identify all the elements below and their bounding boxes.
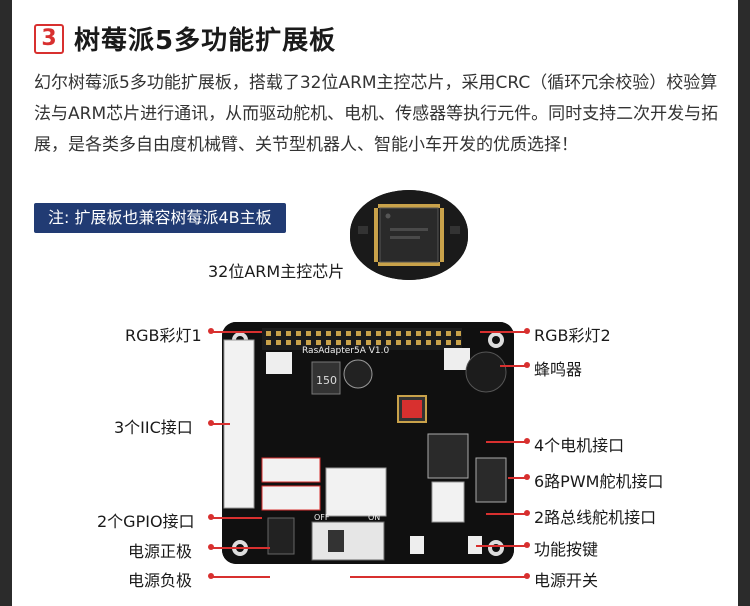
label-buzzer: 蜂鸣器 xyxy=(534,360,583,379)
expansion-board-image: RasAdapter5A V1.0 150 OFF ON xyxy=(222,322,514,564)
svg-text:OFF: OFF xyxy=(314,513,330,522)
label-gpio: 2个GPIO接口 xyxy=(97,512,195,531)
header-pin xyxy=(286,331,291,336)
board-illustration: RasAdapter5A V1.0 150 OFF ON xyxy=(222,322,514,564)
section-number-badge: 3 xyxy=(34,23,64,54)
header-pin xyxy=(316,340,321,345)
header-pin xyxy=(426,331,431,336)
header-pin xyxy=(386,340,391,345)
header-pin xyxy=(356,340,361,345)
label-power-negative: 电源负极 xyxy=(128,571,193,590)
header-pin xyxy=(426,340,431,345)
header-pin xyxy=(276,340,281,345)
label-motor: 4个电机接口 xyxy=(534,436,625,455)
header-pin xyxy=(356,331,361,336)
header-pin xyxy=(306,331,311,336)
callout-dot-pwm xyxy=(524,474,530,480)
compatibility-note: 注: 扩展板也兼容树莓派4B主板 xyxy=(34,203,286,233)
header-pin xyxy=(336,340,341,345)
callout-dot-function-key xyxy=(524,542,530,548)
header-pin xyxy=(406,331,411,336)
header-pin xyxy=(326,340,331,345)
label-bus-servo: 2路总线舵机接口 xyxy=(534,508,657,527)
section-title: 树莓派5多功能扩展板 xyxy=(74,26,337,56)
svg-text:150: 150 xyxy=(316,374,337,387)
svg-text:ON: ON xyxy=(368,513,380,522)
header-pin xyxy=(456,340,461,345)
header-pin xyxy=(456,331,461,336)
header-pin xyxy=(436,340,441,345)
header-pin xyxy=(286,340,291,345)
callout-line-power-switch xyxy=(350,576,528,578)
callout-line-rgb2 xyxy=(480,331,528,333)
callout-dot-bus-servo xyxy=(524,510,530,516)
label-function-key: 功能按键 xyxy=(534,540,599,559)
callout-dot-gpio xyxy=(208,514,214,520)
arm-chip-zoom-image xyxy=(350,190,468,280)
callout-line-rgb1 xyxy=(210,331,262,333)
header-pin xyxy=(326,331,331,336)
product-description: 幻尔树莓派5多功能扩展板，搭载了32位ARM主控芯片，采用CRC（循环冗余校验）… xyxy=(34,73,719,155)
header-pin xyxy=(386,331,391,336)
header-pin xyxy=(266,331,271,336)
header-pin xyxy=(346,331,351,336)
label-arm-chip: 32位ARM主控芯片 xyxy=(208,262,345,281)
header-pin xyxy=(446,340,451,345)
label-pwm: 6路PWM舵机接口 xyxy=(534,472,664,491)
callout-line-buzzer xyxy=(500,365,528,367)
header-pin xyxy=(406,340,411,345)
header-pin xyxy=(366,340,371,345)
callout-line-function-key xyxy=(476,545,528,547)
header-pin xyxy=(336,331,341,336)
header-pin xyxy=(346,340,351,345)
header-pin xyxy=(296,340,301,345)
header-pin xyxy=(396,331,401,336)
label-power-positive: 电源正极 xyxy=(128,542,193,561)
callout-line-iic xyxy=(210,423,230,425)
header-pin xyxy=(376,340,381,345)
header-pin xyxy=(306,340,311,345)
callout-line-bus-servo xyxy=(486,513,528,515)
callout-dot-iic xyxy=(208,420,214,426)
callout-dot-power-switch xyxy=(524,573,530,579)
callout-dot-power-positive xyxy=(208,544,214,550)
callout-dot-rgb1 xyxy=(208,328,214,334)
header-pin xyxy=(366,331,371,336)
header-pin xyxy=(276,331,281,336)
header-pin xyxy=(416,331,421,336)
arm-chip-illustration xyxy=(350,190,468,280)
callout-line-gpio xyxy=(210,517,262,519)
header-pin xyxy=(446,331,451,336)
callout-dot-power-negative xyxy=(208,573,214,579)
callout-dot-motor xyxy=(524,438,530,444)
header-pin xyxy=(316,331,321,336)
callout-line-power-negative xyxy=(210,576,270,578)
label-power-switch: 电源开关 xyxy=(534,571,599,590)
callout-dot-buzzer xyxy=(524,362,530,368)
header-pin xyxy=(396,340,401,345)
header-pin xyxy=(296,331,301,336)
callout-line-power-positive xyxy=(210,547,270,549)
section-header: 3 树莓派5多功能扩展板 xyxy=(34,20,336,57)
callout-dot-rgb2 xyxy=(524,328,530,334)
label-rgb2: RGB彩灯2 xyxy=(534,326,611,345)
callout-line-motor xyxy=(486,441,528,443)
board-model-text: RasAdapter5A V1.0 xyxy=(302,346,389,356)
header-pin xyxy=(416,340,421,345)
callout-line-pwm xyxy=(508,477,528,479)
header-pin xyxy=(376,331,381,336)
label-iic: 3个IIC接口 xyxy=(114,418,193,437)
header-pin xyxy=(266,340,271,345)
header-pin xyxy=(436,331,441,336)
label-rgb1: RGB彩灯1 xyxy=(125,326,202,345)
